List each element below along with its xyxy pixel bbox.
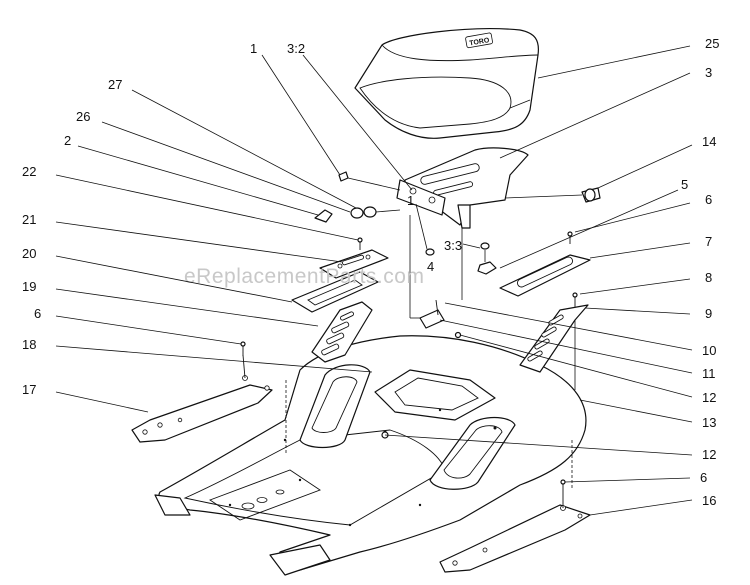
callout-27: 27: [108, 77, 122, 92]
callout-3: 3: [705, 65, 712, 80]
callout-19: 19: [22, 279, 36, 294]
watermark: eReplacementParts.com: [184, 265, 424, 288]
callout-17: 17: [22, 382, 36, 397]
callout-2: 2: [64, 133, 71, 148]
plate-7: [499, 254, 591, 297]
callout-3-2: 3:2: [287, 41, 305, 56]
toro-logo: TORO: [465, 32, 493, 49]
callout-11: 11: [702, 366, 716, 381]
callout-12a: 12: [702, 390, 716, 405]
track-20: [291, 271, 379, 313]
callout-16: 16: [702, 493, 716, 508]
plate-16: [439, 495, 591, 573]
callout-3-3: 3:3: [444, 238, 462, 253]
rail-9: [519, 304, 589, 373]
seat: TORO: [354, 28, 540, 139]
callout-1a: 1: [250, 41, 257, 56]
callout-8: 8: [705, 270, 712, 285]
callout-5: 5: [681, 177, 688, 192]
seat-pan: [396, 147, 529, 229]
callout-4: 4: [427, 259, 434, 274]
fender-body: [154, 335, 587, 576]
rail-19: [311, 301, 373, 363]
callout-21: 21: [22, 212, 36, 227]
callout-18: 18: [22, 337, 36, 352]
svg-text:TORO: TORO: [469, 37, 491, 47]
callout-7: 7: [705, 234, 712, 249]
callout-14: 14: [702, 134, 716, 149]
callout-6c: 6: [34, 306, 41, 321]
plate-21: [319, 249, 389, 279]
callout-22: 22: [22, 164, 36, 179]
callout-13: 13: [702, 415, 716, 430]
callout-6a: 6: [705, 192, 712, 207]
callout-1b: 1: [407, 193, 414, 208]
callout-leaders: [55, 45, 693, 516]
callout-10: 10: [702, 343, 716, 358]
hardware: [240, 171, 578, 495]
plate-17: [131, 354, 273, 443]
callout-12b: 12: [702, 447, 716, 462]
callout-9: 9: [705, 306, 712, 321]
callout-25: 25: [705, 36, 719, 51]
knob: [581, 187, 601, 203]
callout-labels: 25 3 14 5 6 7 8 9 10 11 12 13 12 6 16 1 …: [22, 36, 719, 508]
callout-20: 20: [22, 246, 36, 261]
callout-26: 26: [76, 109, 90, 124]
callout-6b: 6: [700, 470, 707, 485]
